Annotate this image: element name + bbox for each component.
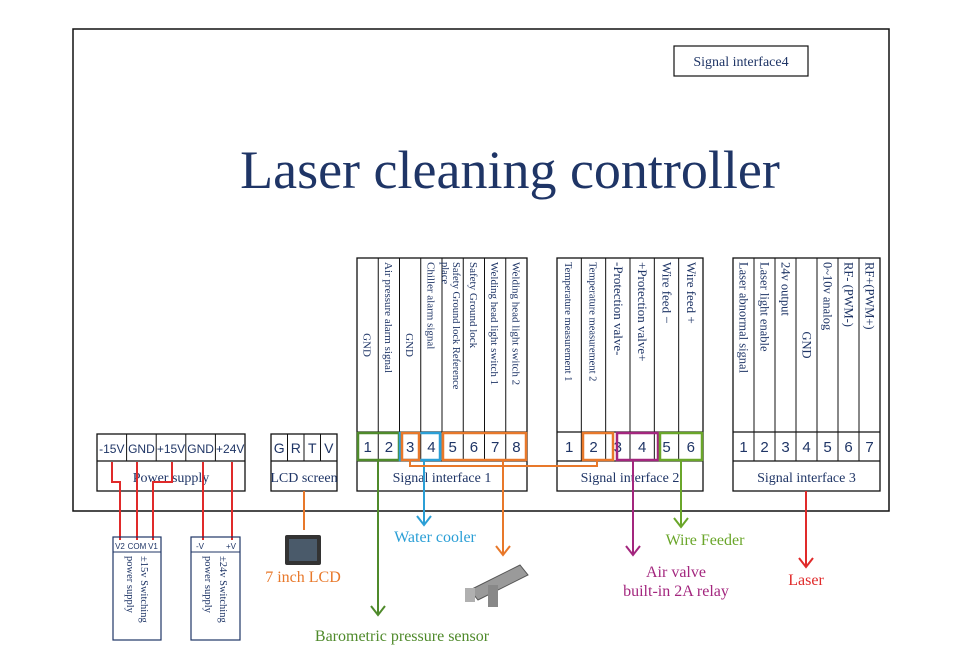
- signal-interface-1-signal-1: GND: [361, 333, 373, 357]
- signal-interface-1-pin-1: 1: [363, 439, 371, 456]
- signal-interface-2-pin-2: 2: [589, 439, 597, 456]
- signal-interface-2-pin-6: 6: [687, 439, 695, 456]
- signal-interface-2-signal-3: -Protection valve-: [611, 262, 626, 356]
- power-supply-pin-1: -15V: [99, 442, 124, 456]
- water-cooler-label: Water cooler: [394, 529, 476, 546]
- signal-interface-2-signal-4: +Protection valve+: [635, 262, 650, 362]
- signal-interface-2-signal-2: Temperature measurement 2: [587, 262, 598, 381]
- signal-interface-2-pin-5: 5: [662, 439, 670, 456]
- signal-interface-3-pin-7: 7: [865, 439, 873, 456]
- signal-interface-1-signal-4: Chiller alarm signal: [424, 262, 436, 349]
- signal-interface-3-signal-3: 24v output: [779, 262, 793, 316]
- signal-interface-1-pin-2: 2: [385, 439, 393, 456]
- highlight-pins-5-8: [441, 431, 528, 462]
- switching-supply-24v-terminal: +V: [226, 542, 237, 551]
- signal-interface-1-pin-4: 4: [427, 439, 435, 456]
- highlight-int2-pins-3-4: [615, 431, 660, 462]
- wire-v2: [111, 462, 121, 540]
- signal-interface-4-box: [673, 45, 809, 77]
- signal-interface-3-pin-3: 3: [781, 439, 789, 456]
- power-supply-pin-4: GND: [187, 442, 214, 456]
- signal-interface-3-signal-4: GND: [800, 331, 814, 358]
- signal-interface-2-signal-5: Wire feed −: [660, 262, 675, 324]
- arrow-icon: [495, 545, 511, 557]
- power-supply-pin-3: +15V: [157, 442, 185, 456]
- lcd-screen-pin-3: T: [308, 440, 317, 456]
- power-supply-block: [96, 433, 246, 492]
- signal-interface-3-label: Signal interface 3: [757, 471, 856, 486]
- switching-supply-15v-terminal: COM: [128, 542, 147, 551]
- lcd-screen-pin-2: R: [291, 440, 301, 456]
- signal-interface-1-pin-3: 3: [406, 439, 414, 456]
- signal-interface-3-signal-7: RF+(PWM+): [863, 262, 877, 330]
- switching-supply-15v: [112, 536, 162, 641]
- lcd-display-icon: [289, 539, 317, 561]
- signal-interface-3-signal-1: Laser abnormal signal: [737, 262, 751, 374]
- signal-interface-1-pin-5: 5: [448, 439, 456, 456]
- switching-supply-24v-label-1: ±24v Switching: [217, 556, 228, 623]
- signal-interface-1-signal-8: Welding head light switch 2: [509, 262, 521, 385]
- wire-v1: [152, 462, 173, 540]
- signal-interface-1-label: Signal interface 1: [393, 471, 492, 486]
- power-supply-pin-2: GND: [128, 442, 155, 456]
- signal-interface-1-pin-7: 7: [491, 439, 499, 456]
- welding-head-body: [469, 564, 529, 601]
- arrow-icon: [370, 605, 386, 617]
- welding-head-icon: [465, 564, 529, 607]
- signal-interface-1-signal-6: Safety Ground lock: [467, 262, 479, 349]
- welding-head-cap: [465, 588, 475, 602]
- air-valve-relay-label: built-in 2A relay: [623, 583, 729, 600]
- power-supply-pin-5: +24V: [216, 442, 244, 456]
- switching-supply-24v-terminal: -V: [196, 542, 205, 551]
- controller-box: [72, 28, 890, 512]
- signal-interface-1-signal-7: Welding head light switch 1: [488, 262, 500, 385]
- laser-label: Laser: [788, 572, 824, 589]
- arrow-icon: [625, 545, 641, 557]
- signal-interface-3-pin-6: 6: [844, 439, 852, 456]
- page-title: Laser cleaning controller: [240, 140, 780, 200]
- signal-interface-2-label: Signal interface 2: [581, 471, 680, 486]
- signal-interface-1-signal-5: Safety Ground lock Referenceplace: [439, 262, 461, 390]
- switching-supply-15v-label-1: ±15v Switching: [138, 556, 149, 623]
- switching-supply-15v-label-2: power supply: [124, 556, 135, 614]
- arrow-icon: [798, 557, 814, 569]
- signal-interface-3-signal-5: 0~10v analog: [821, 262, 835, 331]
- air-valve-label: Air valve: [646, 564, 706, 581]
- lcd-screen-label: LCD screen: [270, 471, 337, 486]
- welding-head-nozzle: [488, 585, 498, 607]
- signal-interface-3-signal-2: Laser light enable: [758, 262, 772, 352]
- signal-interface-1-signal-3: GND: [403, 333, 415, 357]
- signal-interface-2-signal-1: Temperature measurement 1: [562, 262, 573, 381]
- signal-interface-2-signal-6: Wire feed +: [684, 262, 699, 324]
- signal-interface-4-label: Signal interface4: [693, 55, 788, 70]
- highlight-int2-pin-2: [581, 431, 615, 462]
- signal-interface-3-block: [732, 257, 881, 492]
- signal-interface-1-signal-2: Air pressure alarm signal: [382, 262, 394, 373]
- signal-interface-1-pin-6: 6: [470, 439, 478, 456]
- lcd-device-label: 7 inch LCD: [265, 569, 341, 586]
- arrow-icon: [673, 517, 689, 529]
- signal-interface-3-signal-6: RF- (PWM-): [842, 262, 856, 327]
- switching-supply-24v-label-2: power supply: [202, 556, 213, 614]
- signal-interface-2-pin-1: 1: [565, 439, 573, 456]
- wire-feeder-label: Wire Feeder: [666, 532, 746, 549]
- signal-interface-3-pin-2: 2: [760, 439, 768, 456]
- signal-interface-1-pin-8: 8: [512, 439, 520, 456]
- signal-interface-2-pin-4: 4: [638, 439, 646, 456]
- barometric-sensor-label: Barometric pressure sensor: [315, 628, 490, 645]
- signal-interface-3-pin-5: 5: [823, 439, 831, 456]
- lcd-screen-pin-1: G: [274, 440, 285, 456]
- lcd-screen-pin-4: V: [324, 440, 334, 456]
- switching-supply-15v-terminal: V1: [148, 542, 158, 551]
- signal-interface-3-pin-1: 1: [739, 439, 747, 456]
- switching-supply-15v-terminal: V2: [115, 542, 125, 551]
- signal-interface-3-pin-4: 4: [802, 439, 810, 456]
- arrow-icon: [416, 515, 432, 527]
- switching-supply-24v: [190, 536, 241, 641]
